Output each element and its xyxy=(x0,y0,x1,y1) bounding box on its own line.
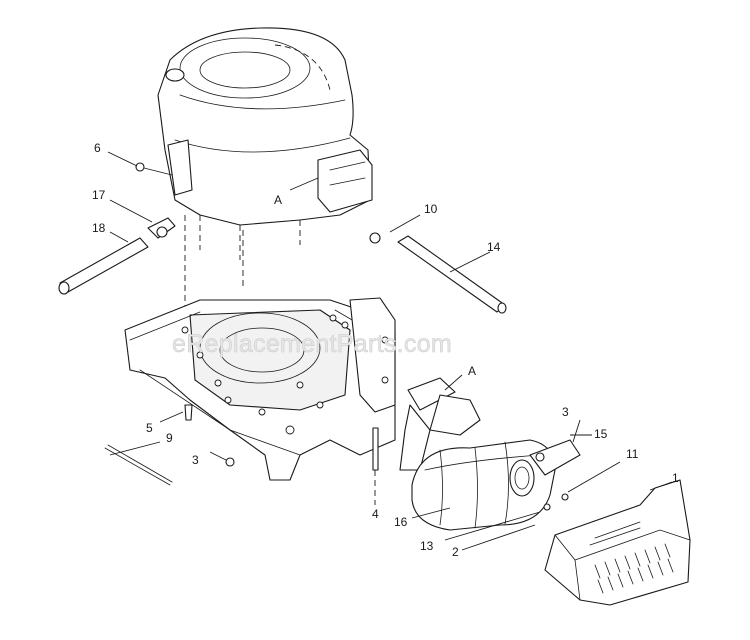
callout-label: 16 xyxy=(394,515,408,529)
callout-label: 3 xyxy=(192,453,199,467)
callout-labels: 1 2 3 3 4 5 6 9 10 11 13 14 15 16 17 18 … xyxy=(92,141,679,559)
part-10-cap xyxy=(369,232,381,244)
part-6-fitting xyxy=(135,162,173,176)
callout-label: 6 xyxy=(94,141,101,155)
callout-label: A xyxy=(274,193,282,207)
part-3-screw-left xyxy=(225,457,235,467)
callout-label: 13 xyxy=(420,539,434,553)
part-9-strap xyxy=(104,444,173,486)
callout-label: 2 xyxy=(452,545,459,559)
callout-label: 18 xyxy=(92,221,106,235)
part-1-heat-shield xyxy=(544,479,691,606)
callout-label: 9 xyxy=(166,431,173,445)
callout-label: 11 xyxy=(626,447,639,461)
part-11-screw xyxy=(561,493,569,501)
part-4-pin xyxy=(372,427,379,505)
callout-label: 1 xyxy=(672,471,679,485)
part-13-washer xyxy=(543,503,551,511)
engine-assembly xyxy=(157,27,373,330)
callout-label: 3 xyxy=(562,405,569,419)
callout-label: 4 xyxy=(372,507,379,521)
chassis-frame xyxy=(124,297,396,481)
exhaust-pipe xyxy=(399,377,481,471)
part-18-tube xyxy=(58,237,149,295)
part-16-muffler xyxy=(411,439,556,531)
part-15-bracket xyxy=(529,439,581,476)
leader-lines xyxy=(107,151,673,551)
callout-label: 15 xyxy=(594,427,608,441)
watermark-text: eReplacementParts.com xyxy=(172,330,452,358)
callout-label: 10 xyxy=(424,202,438,216)
callout-label: 14 xyxy=(487,240,501,254)
callout-label: 17 xyxy=(92,188,106,202)
part-3-screw-right xyxy=(535,452,545,462)
part-14-rod xyxy=(397,235,507,314)
callout-label: A xyxy=(468,364,476,378)
callout-label: 5 xyxy=(146,421,153,435)
part-5-bolt xyxy=(184,404,193,421)
part-17-elbow-fitting xyxy=(147,217,176,239)
